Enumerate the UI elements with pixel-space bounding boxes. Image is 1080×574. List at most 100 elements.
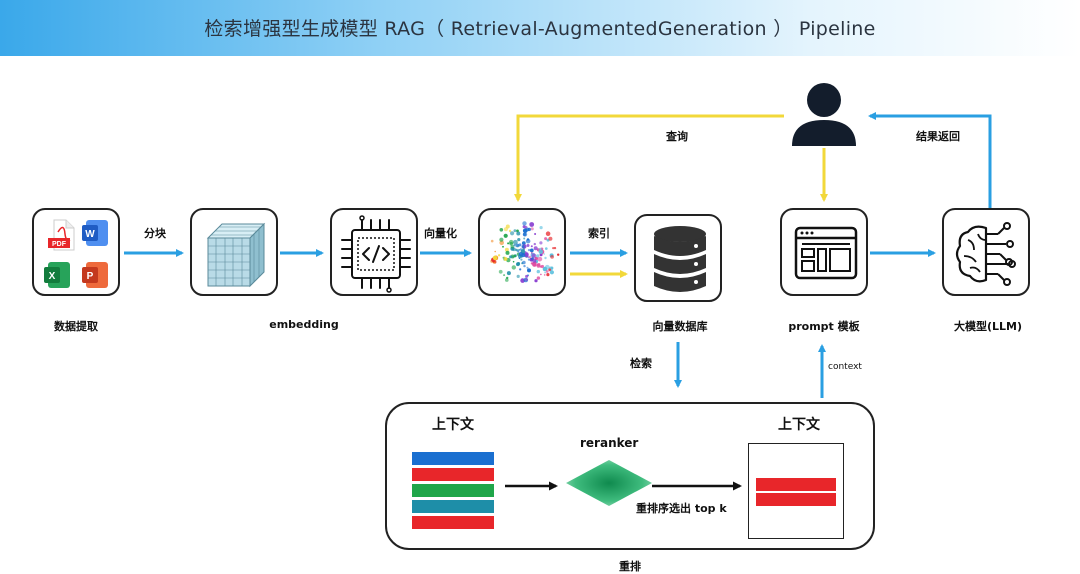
vector-point [545, 270, 549, 273]
vector-point [522, 221, 527, 226]
vector-point [536, 263, 541, 267]
vector-point [492, 255, 498, 261]
vector-point [533, 246, 538, 251]
vector-point [532, 258, 537, 263]
page-title: 检索增强型生成模型 RAG（ Retrieval-AugmentedGenera… [204, 18, 876, 40]
vector-point [553, 246, 557, 250]
vector-point [530, 245, 533, 248]
vector-point [524, 252, 529, 258]
vector-point [513, 244, 516, 247]
vector-point [503, 274, 506, 277]
vector-point [531, 253, 537, 259]
vector-point [494, 250, 496, 253]
vector-point [507, 242, 510, 245]
vector-point [522, 232, 528, 237]
rerank-box [385, 402, 875, 550]
user-icon [792, 83, 856, 146]
excel-icon: X [44, 262, 70, 288]
vector-point [510, 231, 515, 236]
vector-point [540, 264, 544, 269]
vector-point [490, 239, 494, 243]
vector-point [538, 249, 543, 254]
vector-point [545, 231, 551, 236]
vector-point [505, 278, 509, 282]
vector-point [523, 237, 526, 240]
file-icons: PDF W X P [44, 219, 108, 288]
vector-point [527, 268, 531, 273]
svg-text:X: X [49, 271, 56, 282]
vector-point [511, 265, 516, 270]
output-context-title: 上下文 [778, 417, 820, 433]
vector-point [544, 271, 546, 274]
vector-point [506, 271, 511, 276]
vector-point [502, 256, 505, 259]
embedding-label: embedding [269, 318, 339, 331]
word-icon: W [82, 220, 108, 246]
vector-point [497, 254, 501, 257]
point-cloud-icon [490, 221, 560, 283]
vector-point [503, 233, 508, 238]
title-bar: 检索增强型生成模型 RAG（ Retrieval-AugmentedGenera… [0, 0, 1080, 56]
vector-point [527, 258, 531, 261]
chunking-label: 分块 [144, 227, 166, 240]
svg-text:PDF: PDF [52, 241, 67, 248]
vector-point [525, 274, 529, 278]
vector-point [523, 264, 526, 268]
vector-point [508, 239, 514, 245]
result-return-label: 结果返回 [916, 130, 960, 143]
vector-point [530, 262, 534, 265]
powerpoint-icon: P [82, 262, 108, 288]
vector-point [529, 248, 534, 253]
vector-point [515, 248, 518, 252]
arrow-result-return [868, 112, 992, 208]
vector-point [540, 273, 542, 276]
vector-point [537, 256, 543, 262]
vector-point [509, 255, 513, 259]
index-label: 索引 [588, 227, 610, 240]
vector-point [521, 245, 525, 249]
vector-point [516, 262, 520, 267]
arrow-query [514, 114, 784, 202]
vector-node [478, 208, 566, 296]
vector-point [506, 276, 509, 280]
top-k-bar [756, 493, 836, 506]
ai-brain-icon [955, 222, 1016, 286]
vector-db-node [634, 214, 722, 302]
context-bar [412, 484, 494, 497]
vector-point [518, 257, 521, 260]
vector-point [545, 247, 548, 250]
vector-point [515, 243, 519, 248]
vector-point [539, 226, 543, 230]
context-bar [412, 468, 494, 481]
vector-point [502, 245, 504, 248]
vector-point [513, 239, 518, 245]
vector-point [516, 231, 521, 236]
vector-point [527, 248, 531, 252]
llm-node [942, 208, 1030, 296]
vector-point [548, 268, 552, 272]
vector-point [539, 241, 543, 245]
vector-point [526, 244, 530, 247]
vector-point [557, 253, 560, 256]
vector-point [534, 233, 537, 235]
vector-point [530, 227, 534, 231]
code-chip-icon [341, 215, 411, 293]
pdf-icon: PDF [48, 219, 75, 251]
vector-point [499, 228, 504, 232]
vector-point [542, 266, 548, 272]
vector-point [526, 266, 529, 269]
vector-point [508, 229, 512, 233]
vector-point [518, 243, 522, 247]
vector-point [520, 258, 523, 261]
vector-point [544, 237, 548, 241]
vector-point [524, 225, 528, 229]
vector-point [505, 224, 510, 229]
vector-point [498, 269, 503, 274]
retrieve-label: 检索 [630, 357, 652, 370]
prompt-template-label: prompt 模板 [788, 320, 860, 333]
vector-point [534, 279, 538, 283]
vector-point [505, 250, 510, 255]
vector-point [492, 260, 495, 263]
vector-point [533, 242, 536, 246]
vector-point [512, 260, 515, 263]
